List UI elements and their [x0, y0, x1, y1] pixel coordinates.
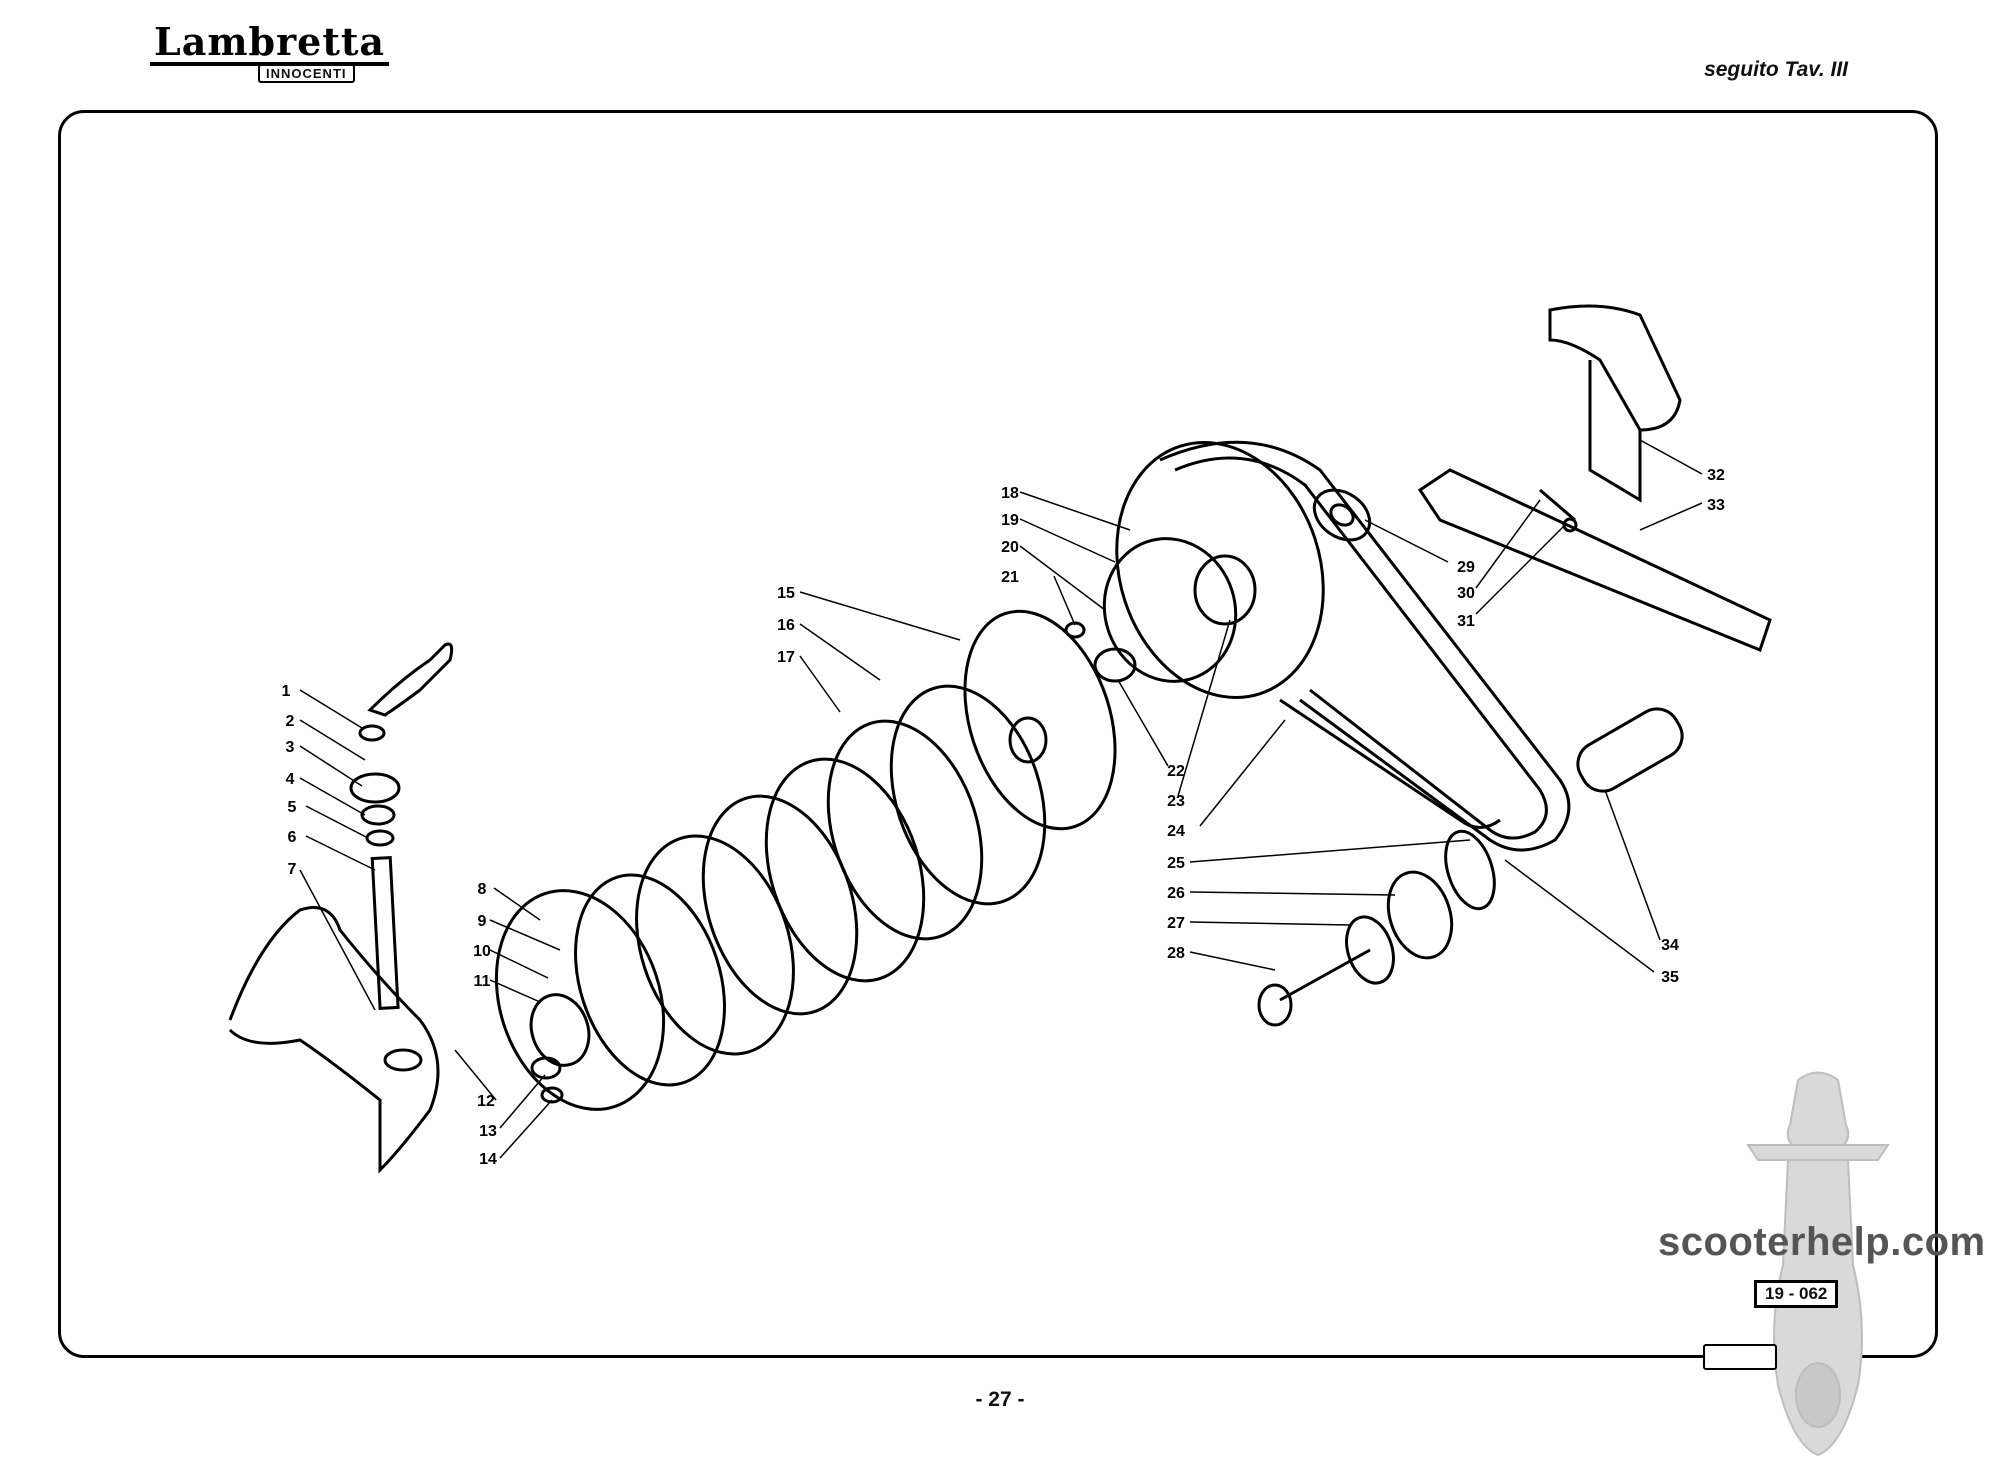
diagram-frame	[58, 110, 1938, 1358]
callout-20: 20	[1001, 539, 1019, 556]
callout-3: 3	[286, 739, 295, 756]
callout-34: 34	[1661, 937, 1679, 954]
hub-spacers	[1257, 829, 1496, 1027]
clutch-drum-and-chain	[1064, 440, 1571, 852]
clutch-plates	[494, 609, 1117, 1111]
callout-32: 32	[1707, 467, 1725, 484]
callout-21: 21	[1001, 569, 1019, 586]
callout-10: 10	[473, 943, 491, 960]
callout-24: 24	[1167, 823, 1185, 840]
callout-8: 8	[478, 881, 487, 898]
callout-1: 1	[282, 683, 291, 700]
plate-code: 19 - 062	[1754, 1280, 1839, 1308]
logo-subtitle: INNOCENTI	[258, 64, 355, 83]
lambretta-logo: Lambretta INNOCENTI	[150, 22, 390, 83]
callout-7: 7	[288, 861, 297, 878]
page-number: - 27 -	[975, 1388, 1025, 1411]
callout-28: 28	[1167, 945, 1185, 962]
callout-18: 18	[1001, 485, 1019, 502]
callout-29: 29	[1457, 559, 1475, 576]
scooterhelp-watermark: scooterhelp.com	[1658, 1220, 1986, 1264]
callout-27: 27	[1167, 915, 1185, 932]
callout-labels: 1 2 3 4 5 6 7 8 9 10 11 12 13 14 15 16 1…	[282, 467, 1725, 1168]
callout-12: 12	[477, 1093, 495, 1110]
callout-6: 6	[288, 829, 297, 846]
grip-and-bracket	[1417, 304, 1772, 793]
callout-31: 31	[1457, 613, 1475, 630]
callout-13: 13	[479, 1123, 497, 1140]
callout-33: 33	[1707, 497, 1725, 514]
callout-16: 16	[777, 617, 795, 634]
callout-4: 4	[286, 771, 295, 788]
clutch-lever-assembly	[228, 642, 454, 1174]
callout-9: 9	[478, 913, 487, 930]
leader-lines	[299, 439, 1703, 1159]
callout-15: 15	[777, 585, 795, 602]
callout-23: 23	[1167, 793, 1185, 810]
callout-26: 26	[1167, 885, 1185, 902]
callout-30: 30	[1457, 585, 1475, 602]
callout-25: 25	[1167, 855, 1185, 872]
callout-17: 17	[777, 649, 795, 666]
callout-35: 35	[1661, 969, 1679, 986]
callout-11: 11	[474, 973, 491, 990]
table-reference: seguito Tav. III	[1704, 58, 1848, 81]
callout-5: 5	[288, 799, 297, 816]
callout-2: 2	[286, 713, 295, 730]
part-drawings	[228, 304, 1772, 1174]
innocenti-mark	[1703, 1344, 1777, 1370]
callout-19: 19	[1001, 512, 1019, 529]
callout-14: 14	[479, 1151, 497, 1168]
callout-22: 22	[1167, 763, 1185, 780]
